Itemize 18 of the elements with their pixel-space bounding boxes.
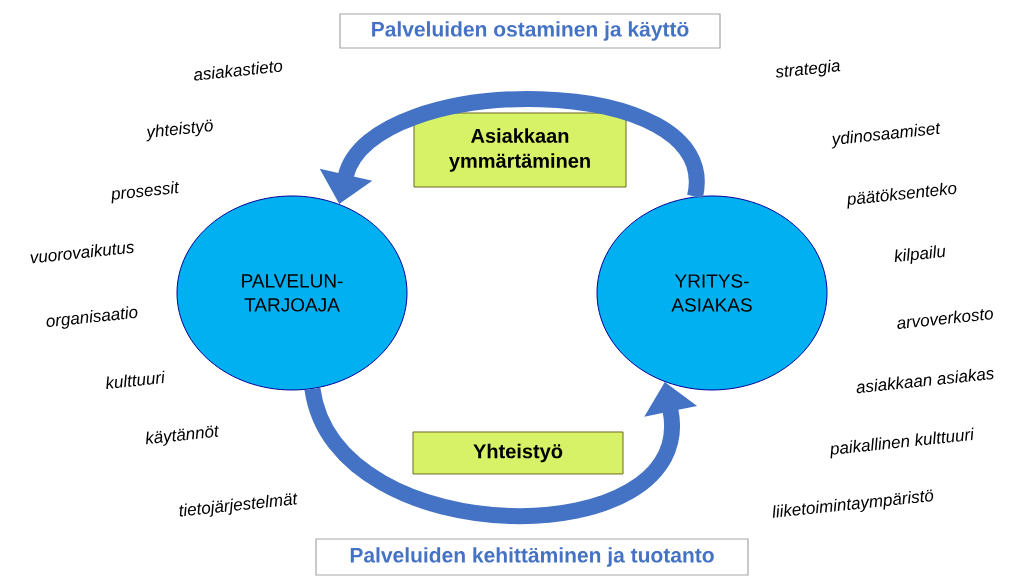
process-box: Asiakkaan ymmärtäminen — [413, 112, 627, 188]
keyword-label: paikallinen kulttuuri — [830, 427, 974, 459]
heading-box: Palveluiden ostaminen ja käyttö — [339, 13, 721, 49]
keyword-label: kilpailu — [894, 245, 945, 264]
keyword-label: vuorovaikutus — [30, 243, 134, 264]
process-box: Yhteistyö — [412, 431, 624, 475]
keyword-label: asiakastieto — [194, 61, 283, 81]
keyword-label: päätöksenteko — [847, 182, 957, 209]
keyword-label: ydinosaamiset — [831, 122, 941, 149]
keyword-label: tietojärjestelmät — [179, 493, 298, 517]
keyword-label: asiakkaan asiakas — [856, 368, 994, 394]
heading-box: Palveluiden kehittäminen ja tuotanto — [315, 538, 749, 576]
keyword-label: yhteistyö — [146, 119, 213, 142]
keyword-label: organisaatio — [46, 306, 138, 329]
keyword-label: strategia — [775, 59, 841, 78]
keyword-label: prosessit — [111, 181, 179, 204]
keyword-label: käytännöt — [146, 425, 219, 446]
keyword-label: arvoverkosto — [897, 309, 993, 329]
